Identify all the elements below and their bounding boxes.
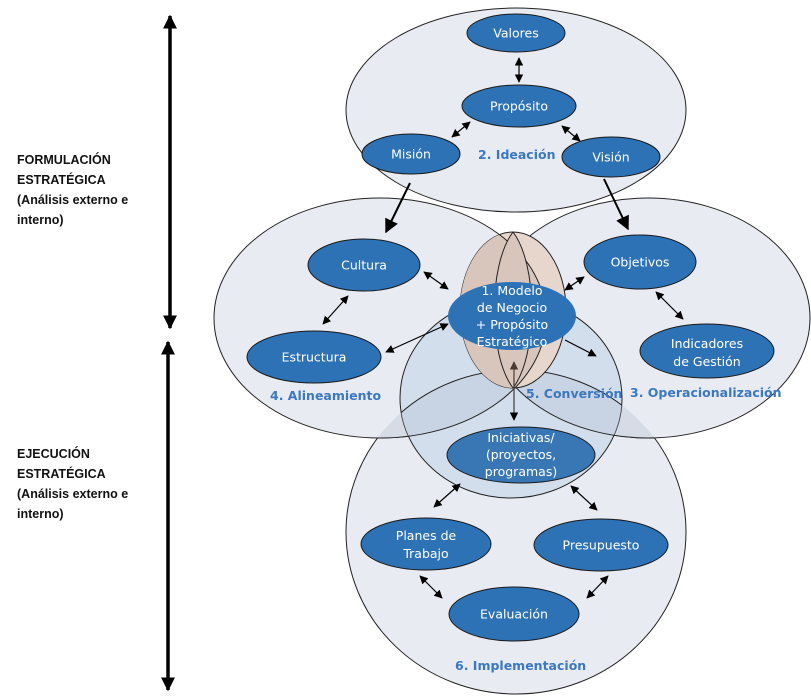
node-iniciativas-label-2: (proyectos, <box>486 447 556 462</box>
node-modelo-label-2: de Negocio <box>477 300 547 315</box>
node-estructura-label: Estructura <box>282 350 347 365</box>
node-iniciativas-label-1: Iniciativas/ <box>487 430 555 445</box>
svg-text:Iniciativas/: Iniciativas/ <box>487 430 555 445</box>
region-label-alignment: 4. Alineamiento <box>270 388 382 403</box>
svg-text:Evaluación: Evaluación <box>480 607 548 622</box>
arrow-mision-cultura <box>385 182 411 234</box>
node-modelo[interactable]: 1. Modelo de Negocio + Propósito Estraté… <box>448 282 576 350</box>
formulation-subtitle-line1: (Análisis externo e <box>17 193 129 207</box>
node-iniciativas[interactable]: Iniciativas/ (proyectos, programas) <box>446 426 596 484</box>
svg-text:1. Modelo: 1. Modelo <box>481 283 542 298</box>
node-presupuesto-label: Presupuesto <box>563 538 640 553</box>
node-planes-label-1: Planes de <box>396 528 457 543</box>
node-objetivos-label: Objetivos <box>611 255 670 270</box>
node-vision[interactable]: Visión <box>561 136 661 178</box>
node-mision-label: Misión <box>391 147 431 162</box>
region-label-conversion: 5. Conversión <box>526 386 622 401</box>
arrow-modelo-estructura <box>385 323 449 353</box>
node-proposito-label: Propósito <box>490 99 548 114</box>
execution-title-line2: ESTRATÉGICA <box>17 467 106 481</box>
node-evaluacion-label: Evaluación <box>480 607 548 622</box>
node-objetivos[interactable]: Objetivos <box>583 234 697 290</box>
execution-subtitle-line1: (Análisis externo e <box>17 487 129 501</box>
node-valores-label: Valores <box>493 26 538 41</box>
node-modelo-label-1: 1. Modelo <box>481 283 542 298</box>
svg-text:Valores: Valores <box>493 26 538 41</box>
svg-text:Estratégico: Estratégico <box>477 334 548 349</box>
formulation-title-line2: ESTRATÉGICA <box>17 173 106 187</box>
svg-text:Propósito: Propósito <box>490 99 548 114</box>
node-estructura[interactable]: Estructura <box>246 330 382 384</box>
arrow-objetivos-modelo <box>564 276 585 291</box>
arrow-cultura-estructura <box>322 295 349 325</box>
svg-text:Cultura: Cultura <box>341 258 387 273</box>
arrow-iniciativas-planes <box>433 483 461 508</box>
node-planes[interactable]: Planes de Trabajo <box>360 517 492 571</box>
svg-text:Indicadores: Indicadores <box>671 336 743 351</box>
arrow-vision-objetivos <box>603 178 629 231</box>
arrow-planes-evaluacion <box>419 575 443 599</box>
arrow-proposito-mision <box>451 121 471 138</box>
node-vision-label: Visión <box>592 150 629 165</box>
node-planes-label-2: Trabajo <box>402 546 448 561</box>
arrow-modelo-conversion <box>564 339 597 357</box>
execution-subtitle-line2: interno) <box>17 507 64 521</box>
svg-text:Visión: Visión <box>592 150 629 165</box>
node-indicadores-label-2: de Gestión <box>673 354 740 369</box>
svg-text:de Gestión: de Gestión <box>673 354 740 369</box>
node-presupuesto[interactable]: Presupuesto <box>533 518 669 572</box>
arrow-presupuesto-evaluacion <box>586 575 609 599</box>
arrow-cultura-modelo <box>423 271 449 290</box>
node-iniciativas-label-3: programas) <box>485 464 557 479</box>
node-mision[interactable]: Misión <box>361 133 461 175</box>
node-indicadores[interactable]: Indicadores de Gestión <box>639 323 775 379</box>
region-label-operationalization: 3. Operacionalización <box>630 385 782 400</box>
connectors <box>322 57 684 599</box>
formulation-title-line1: FORMULACIÓN <box>17 153 111 167</box>
svg-text:Trabajo: Trabajo <box>402 546 448 561</box>
node-indicadores-label-1: Indicadores <box>671 336 743 351</box>
svg-text:Presupuesto: Presupuesto <box>563 538 640 553</box>
svg-text:Misión: Misión <box>391 147 431 162</box>
svg-text:Planes de: Planes de <box>396 528 457 543</box>
execution-title-line1: EJECUCIÓN <box>17 447 90 461</box>
svg-text:(proyectos,: (proyectos, <box>486 447 556 462</box>
arrow-iniciativas-presupuesto <box>570 485 598 511</box>
node-evaluacion[interactable]: Evaluación <box>448 586 580 642</box>
node-modelo-label-4: Estratégico <box>477 334 548 349</box>
execution-phase-label: EJECUCIÓN ESTRATÉGICA (Análisis externo … <box>17 444 128 524</box>
arrow-objetivos-indicadores <box>655 291 684 320</box>
node-cultura[interactable]: Cultura <box>307 238 421 292</box>
node-modelo-label-3: + Propósito <box>476 317 548 332</box>
region-label-ideation: 2. Ideación <box>478 147 556 162</box>
svg-text:+ Propósito: + Propósito <box>476 317 548 332</box>
svg-text:programas): programas) <box>485 464 557 479</box>
node-valores[interactable]: Valores <box>466 13 566 53</box>
svg-text:Objetivos: Objetivos <box>611 255 670 270</box>
formulation-phase-label: FORMULACIÓN ESTRATÉGICA (Análisis extern… <box>17 150 128 230</box>
node-cultura-label: Cultura <box>341 258 387 273</box>
region-label-implementation: 6. Implementación <box>455 658 586 673</box>
node-proposito[interactable]: Propósito <box>461 84 577 128</box>
svg-text:de Negocio: de Negocio <box>477 300 547 315</box>
svg-text:Estructura: Estructura <box>282 350 347 365</box>
formulation-subtitle-line2: interno) <box>17 213 64 227</box>
arrow-proposito-vision <box>561 125 581 142</box>
